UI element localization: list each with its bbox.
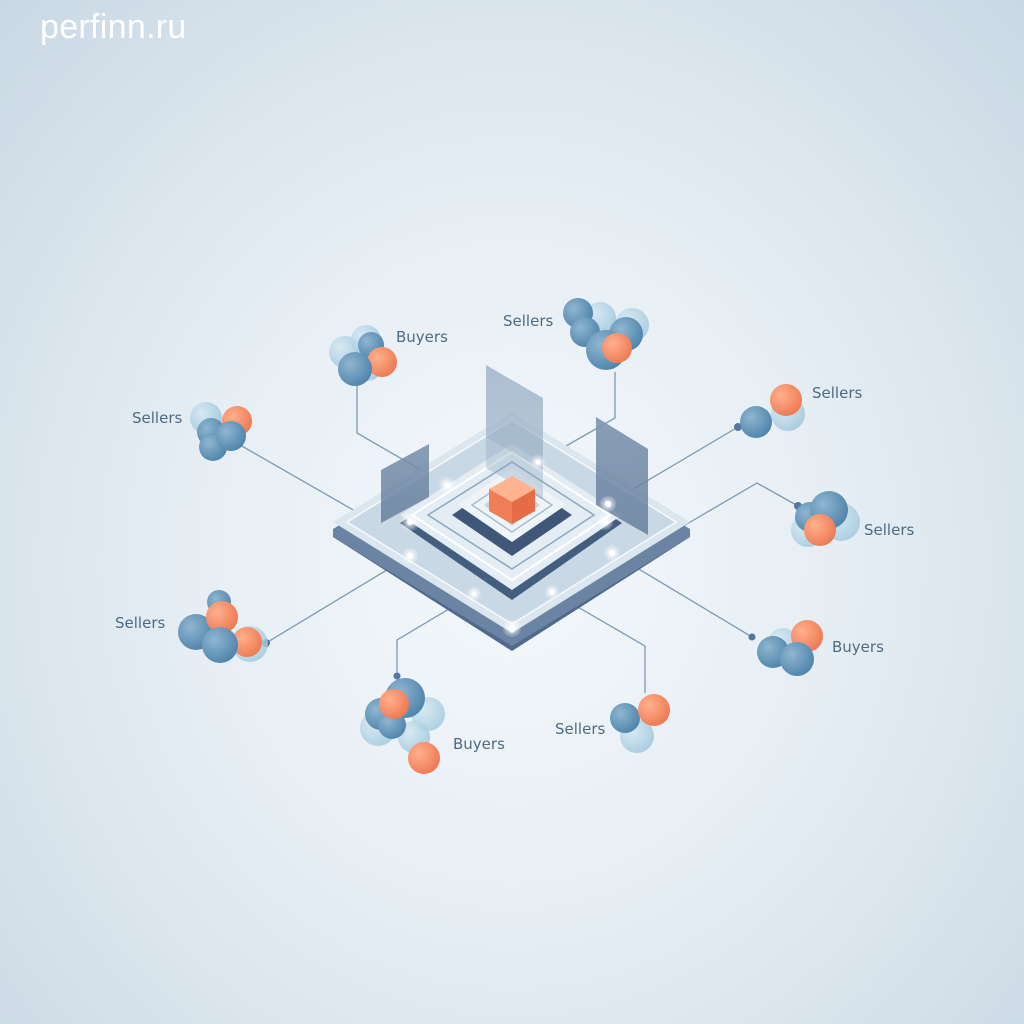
node-sellers-3: Sellers bbox=[740, 384, 862, 438]
node-buyers-3: Buyers bbox=[360, 678, 505, 774]
tall-panel bbox=[486, 365, 543, 470]
node-sellers-6: Sellers bbox=[555, 694, 670, 753]
node-buyers-2-label: Buyers bbox=[832, 638, 884, 656]
node-buyers-1-label: Buyers bbox=[396, 328, 448, 346]
watermark: perfinn.ru bbox=[40, 8, 187, 46]
central-platform bbox=[333, 365, 690, 651]
node-sellers-4: Sellers bbox=[791, 491, 914, 547]
orange-cube bbox=[489, 476, 535, 524]
node-buyers-2: Buyers bbox=[757, 620, 884, 676]
node-sellers-4-label: Sellers bbox=[864, 521, 914, 539]
node-sellers-1: Sellers bbox=[503, 298, 649, 370]
node-sellers-5: Sellers bbox=[115, 590, 268, 663]
connector-sellers-4 bbox=[679, 482, 799, 529]
connector-sellers-6 bbox=[551, 591, 646, 693]
node-sellers-3-label: Sellers bbox=[812, 384, 862, 402]
connector-sellers-2 bbox=[239, 444, 363, 516]
node-sellers-5-label: Sellers bbox=[115, 614, 165, 632]
node-buyers-3-label: Buyers bbox=[453, 735, 505, 753]
node-sellers-2-label: Sellers bbox=[132, 409, 182, 427]
glow-points bbox=[400, 454, 621, 638]
node-sellers-2: Sellers bbox=[132, 402, 252, 461]
node-sellers-6-label: Sellers bbox=[555, 720, 605, 738]
node-sellers-1-label: Sellers bbox=[503, 312, 553, 330]
node-buyers-1: Buyers bbox=[329, 325, 448, 386]
left-panel bbox=[381, 444, 429, 523]
